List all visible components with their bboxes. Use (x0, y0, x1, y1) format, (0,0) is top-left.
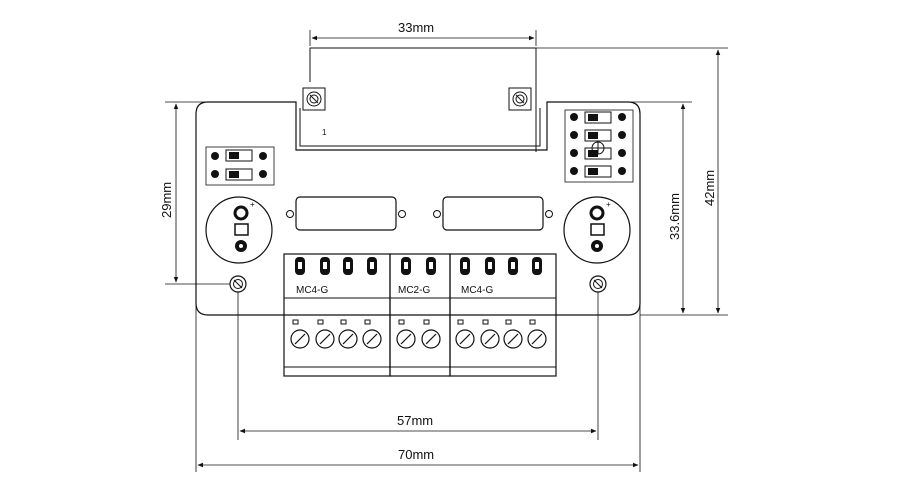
screw-slot (294, 333, 306, 345)
screw-slot (400, 333, 412, 345)
dim-right-outer-height: 42mm (536, 47, 728, 316)
svg-text:+: + (250, 200, 255, 209)
dim-left-height: 29mm (159, 101, 230, 285)
svg-text:33.6mm: 33.6mm (667, 193, 682, 240)
terminal-pin-slot (346, 262, 350, 269)
terminal-pin-slot (535, 262, 539, 269)
capacitor-left: + (205, 196, 273, 264)
dim-hole-spacing: 57mm (237, 292, 599, 440)
terminal-latch (398, 319, 405, 325)
top-tab (309, 47, 537, 152)
connector-label-middle: MC2-G (398, 285, 430, 296)
dim-board-width: 70mm (195, 303, 641, 472)
terminal-pin-slot (404, 262, 408, 269)
svg-text:33mm: 33mm (398, 20, 434, 35)
screw-slot (531, 333, 543, 345)
screw-slot (425, 333, 437, 345)
terminal-latch (364, 319, 371, 325)
terminal-latch (529, 319, 536, 325)
fuse-right (433, 196, 553, 231)
svg-text:57mm: 57mm (397, 413, 433, 428)
screw-slot (459, 333, 471, 345)
screw-top-right (508, 87, 532, 111)
terminal-pin-slot (323, 262, 327, 269)
mount-hole-left (229, 275, 247, 293)
board-outline (195, 101, 641, 316)
connector-label-right: MC4-G (461, 285, 493, 296)
terminal-latch (457, 319, 464, 325)
jumper-block-right (564, 109, 634, 183)
mount-hole-right (589, 275, 607, 293)
terminal-latch (505, 319, 512, 325)
capacitor-right: + (563, 196, 631, 264)
terminal-latch (423, 319, 430, 325)
terminal-pin-slot (463, 262, 467, 269)
terminal-pin-slot (488, 262, 492, 269)
terminal-pin-slot (298, 262, 302, 269)
terminal-pin-slot (370, 262, 374, 269)
screw-slot (319, 333, 331, 345)
dim-right-inner-height: 33.6mm (628, 101, 692, 316)
screw-slot (507, 333, 519, 345)
terminal-group (283, 253, 557, 377)
screw-slot (342, 333, 354, 345)
jumper-block-left (205, 146, 275, 186)
svg-text:70mm: 70mm (398, 447, 434, 462)
terminal-latch (317, 319, 324, 325)
screw-slot (484, 333, 496, 345)
connector-label-left: MC4-G (296, 285, 328, 296)
terminal-pin-slot (429, 262, 433, 269)
svg-text:42mm: 42mm (702, 170, 717, 206)
screw-top-left (302, 87, 326, 111)
svg-text:+: + (606, 200, 611, 209)
dim-top-width: 33mm (309, 20, 537, 46)
tab-label: 1 (322, 128, 327, 137)
terminal-pins (290, 257, 547, 349)
terminal-latch (292, 319, 299, 325)
screw-slot (366, 333, 378, 345)
terminal-pin-slot (511, 262, 515, 269)
terminal-latch (482, 319, 489, 325)
svg-text:29mm: 29mm (159, 182, 174, 218)
terminal-latch (340, 319, 347, 325)
fuse-left (286, 196, 406, 231)
